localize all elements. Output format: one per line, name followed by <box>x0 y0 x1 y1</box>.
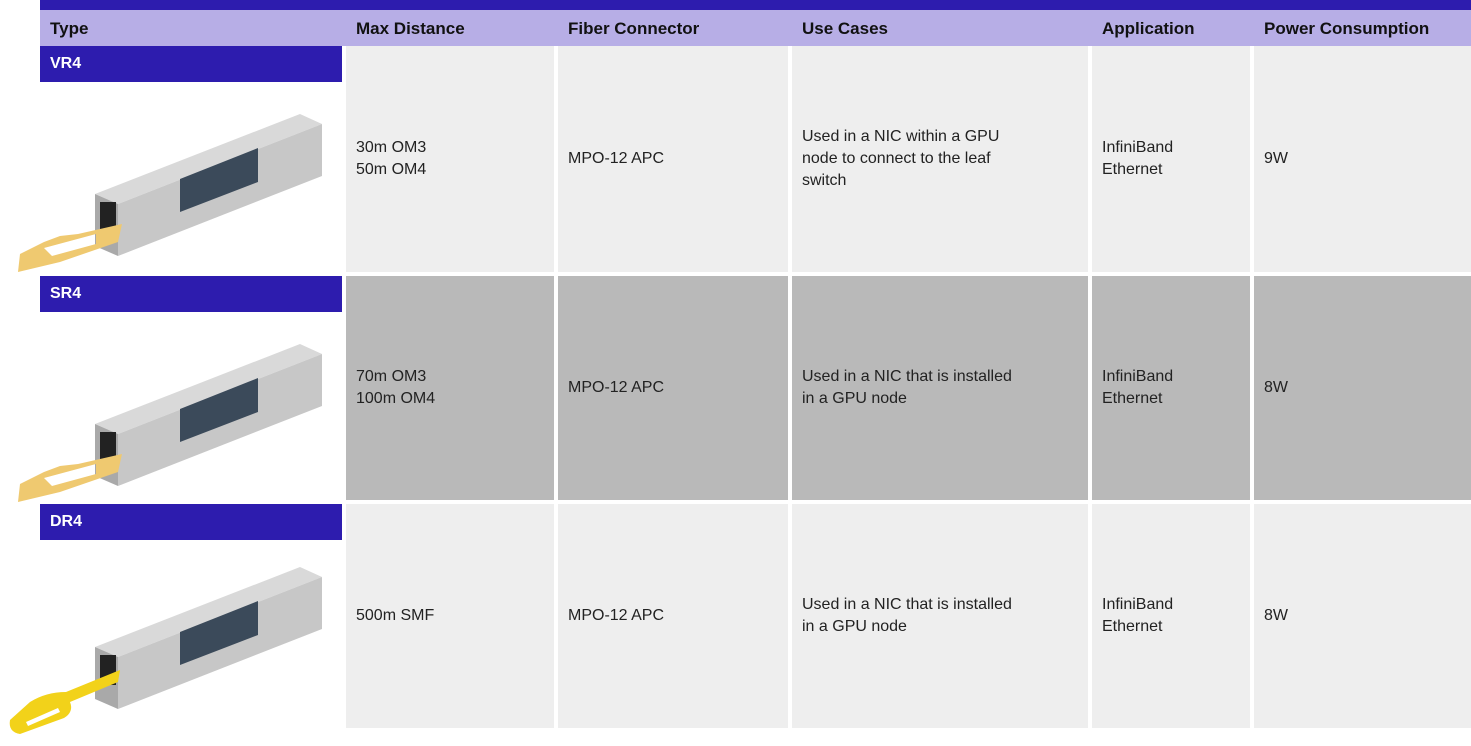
pull-tab <box>18 454 122 502</box>
pull-tab <box>18 224 122 272</box>
power-cell: 8W <box>1254 504 1471 728</box>
use-cases-cell: Used in a NIC within a GPU node to conne… <box>792 46 1088 272</box>
max-distance-cell: 500m SMF <box>346 504 554 728</box>
header-fiber-connector: Fiber Connector <box>568 19 700 38</box>
table-row: DR4 500m SMF MPO-12 APC Used in a NIC th… <box>0 504 1471 734</box>
type-label: VR4 <box>40 46 342 82</box>
fiber-connector-cell: MPO-12 APC <box>558 276 788 500</box>
max-distance-cell: 30m OM3 50m OM4 <box>346 46 554 272</box>
power-cell: 9W <box>1254 46 1471 272</box>
use-cases-cell: Used in a NIC that is installed in a GPU… <box>792 504 1088 728</box>
header-power-consumption: Power Consumption <box>1264 19 1430 38</box>
transceiver-module-image <box>18 114 322 272</box>
table-row: SR4 70m OM3 100m OM4 MPO-12 APC Used in … <box>0 276 1471 502</box>
transceiver-module-image <box>18 344 322 502</box>
header-max-distance: Max Distance <box>356 19 465 38</box>
table-top-bar <box>40 0 1471 10</box>
fiber-connector-cell: MPO-12 APC <box>558 46 788 272</box>
header-type: Type <box>50 19 89 38</box>
transceiver-module-image <box>9 567 322 734</box>
pull-handle <box>9 670 120 734</box>
header-use-cases: Use Cases <box>802 19 889 38</box>
application-cell: InfiniBand Ethernet <box>1092 504 1250 728</box>
application-cell: InfiniBand Ethernet <box>1092 46 1250 272</box>
fiber-connector-cell: MPO-12 APC <box>558 504 788 728</box>
max-distance-cell: 70m OM3 100m OM4 <box>346 276 554 500</box>
type-label: DR4 <box>40 504 342 540</box>
use-cases-cell: Used in a NIC that is installed in a GPU… <box>792 276 1088 500</box>
header-application: Application <box>1102 19 1195 38</box>
application-cell: InfiniBand Ethernet <box>1092 276 1250 500</box>
table-row: VR4 30m OM3 50m OM4 MPO-12 APC Used in a… <box>0 46 1471 272</box>
power-cell: 8W <box>1254 276 1471 500</box>
table-header-row: Type Max Distance Fiber Connector Use Ca… <box>40 10 1471 46</box>
type-label: SR4 <box>40 276 342 312</box>
